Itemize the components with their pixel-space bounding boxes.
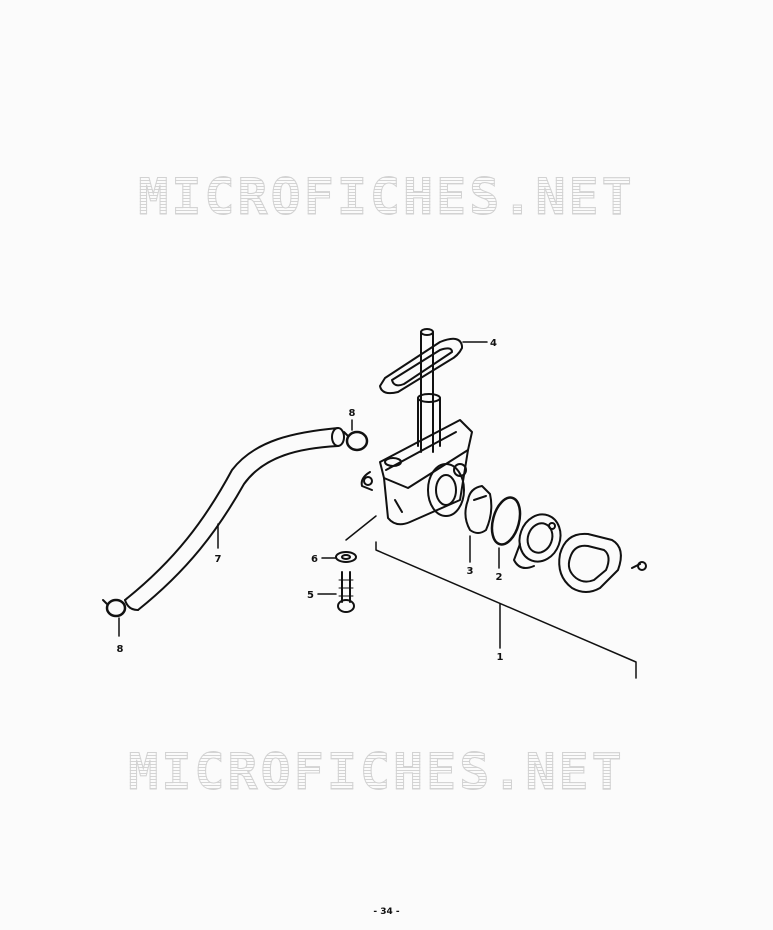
watermark-top: MICROFICHES.NET <box>0 168 773 227</box>
callout-2: 2 <box>496 572 503 583</box>
cock-cover <box>513 513 562 569</box>
fuel-cock-body <box>360 419 473 526</box>
screw <box>631 561 647 571</box>
assembly-bracket <box>375 541 637 679</box>
hose-clamp-top <box>343 419 369 452</box>
o-ring <box>490 496 522 569</box>
gasket <box>558 532 622 593</box>
callout-5: 5 <box>307 590 314 601</box>
callout-7: 7 <box>215 554 222 565</box>
fuel-hose <box>124 427 345 611</box>
callout-8-top: 8 <box>349 408 356 419</box>
watermark-bottom: MICROFICHES.NET <box>0 743 763 802</box>
fuel-pipe-with-gasket <box>379 328 488 453</box>
callout-6: 6 <box>311 554 318 565</box>
callout-4: 4 <box>490 338 497 349</box>
callout-8-bottom: 8 <box>117 644 124 655</box>
hose-clamp-bottom <box>102 598 127 637</box>
callout-3: 3 <box>467 566 474 577</box>
callout-1: 1 <box>497 652 504 663</box>
page-number: - 34 - <box>373 907 400 917</box>
washer <box>321 515 377 563</box>
bolt <box>317 571 355 613</box>
lever <box>464 485 493 563</box>
